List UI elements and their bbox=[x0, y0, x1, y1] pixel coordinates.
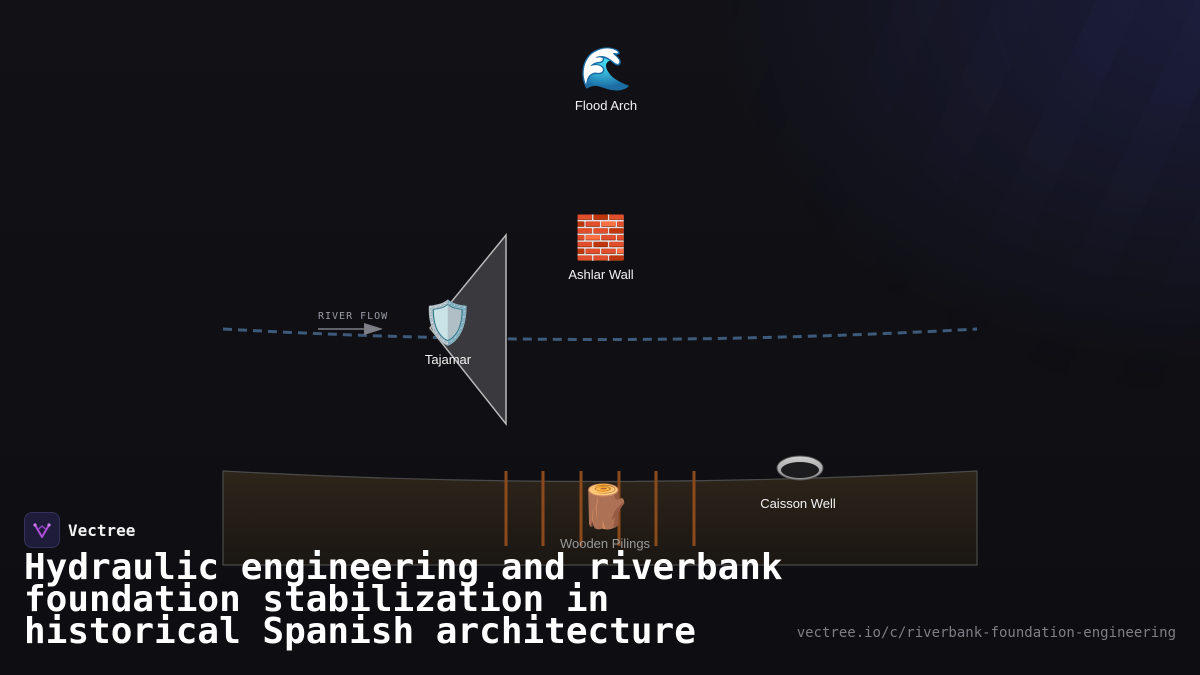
node-label: Caisson Well bbox=[760, 496, 836, 511]
brand-name: Vectree bbox=[68, 520, 136, 540]
node-label: Tajamar bbox=[424, 352, 472, 367]
node-label: Flood Arch bbox=[574, 98, 638, 113]
wave-icon: 🌊 bbox=[579, 45, 633, 92]
node-wooden-pilings[interactable]: 🪵 Wooden Pilings bbox=[560, 482, 650, 551]
log-icon: 🪵 bbox=[578, 483, 632, 530]
node-flood-arch[interactable]: 🌊 Flood Arch bbox=[575, 44, 637, 113]
caisson-well-icon bbox=[776, 455, 824, 481]
brick-icon: 🧱 bbox=[574, 214, 628, 261]
flow-arrow bbox=[318, 323, 383, 335]
river-flow-label: RIVER FLOW bbox=[318, 311, 389, 322]
shield-icon: 🛡️ bbox=[421, 299, 475, 346]
tajamar-cutwater bbox=[429, 232, 507, 427]
pilings-group bbox=[504, 471, 696, 546]
page-title: Hydraulic engineering and riverbank foun… bbox=[24, 547, 783, 652]
node-label: Wooden Pilings bbox=[559, 536, 651, 551]
source-url[interactable]: vectree.io/c/riverbank-foundation-engine… bbox=[796, 625, 1176, 641]
node-label: Ashlar Wall bbox=[568, 267, 634, 282]
node-tajamar[interactable]: 🛡️ Tajamar bbox=[422, 298, 474, 367]
vectree-logo-icon bbox=[24, 512, 60, 548]
node-caisson-well[interactable]: Caisson Well bbox=[760, 492, 836, 511]
water-line bbox=[222, 327, 978, 341]
riverbed bbox=[222, 470, 978, 566]
brand[interactable]: Vectree bbox=[24, 512, 135, 548]
node-ashlar-wall[interactable]: 🧱 Ashlar Wall bbox=[568, 213, 633, 282]
